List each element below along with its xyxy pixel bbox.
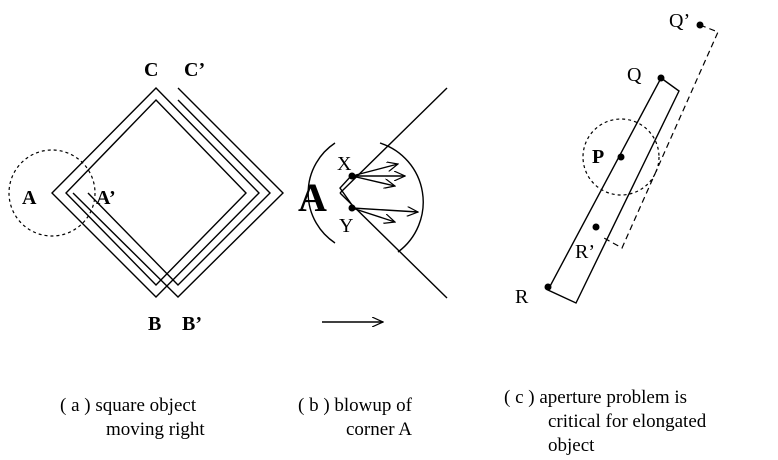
caption-b-line-1: ( b ) blowup of — [298, 395, 413, 416]
caption-c-line-3: object — [548, 435, 595, 456]
label-B-prime: B’ — [182, 313, 202, 335]
aperture-circle-a — [8, 149, 96, 237]
aperture-arc-left — [307, 142, 336, 244]
label-A: A — [22, 187, 37, 209]
caption-a-line-1: ( a ) square object — [60, 395, 197, 416]
caption-c-line-2: critical for elongated — [548, 411, 707, 432]
vector-Y-1 — [351, 208, 418, 212]
panel-c: Q’ Q P R’ R — [515, 10, 719, 308]
label-R: R — [515, 286, 529, 308]
point-Q-prime — [696, 21, 704, 29]
bar-outer — [547, 76, 680, 304]
label-R-prime: R’ — [575, 241, 595, 263]
label-Q: Q — [627, 64, 642, 86]
caption-c: ( c ) aperture problem is critical for e… — [504, 387, 707, 456]
aperture-circle-p — [582, 118, 660, 196]
label-C: C — [144, 59, 158, 81]
aperture-arc-right — [379, 142, 424, 253]
point-Q — [657, 74, 665, 82]
label-B: B — [148, 313, 161, 335]
label-X: X — [337, 153, 352, 175]
vector-Y-2 — [351, 207, 395, 222]
label-A-big: A — [298, 175, 327, 220]
point-P — [617, 153, 625, 161]
corner-inner — [339, 174, 353, 206]
square-inner — [65, 98, 247, 287]
point-R — [544, 283, 552, 291]
panel-b: A X Y — [298, 87, 448, 299]
caption-b: ( b ) blowup of corner A — [298, 395, 413, 440]
vector-X-2 — [351, 164, 398, 177]
square-outer — [51, 87, 260, 298]
moved-square-inner — [87, 99, 271, 286]
label-C-prime: C’ — [184, 59, 205, 81]
moved-square-outer — [72, 87, 284, 298]
panel-a: C C’ A A’ B B’ — [8, 59, 383, 335]
label-P: P — [592, 146, 604, 168]
caption-b-line-2: corner A — [346, 419, 412, 440]
caption-a-line-2: moving right — [106, 419, 205, 440]
caption-c-line-1: ( c ) aperture problem is — [504, 387, 687, 408]
point-R-prime — [592, 223, 600, 231]
moved-bar — [603, 24, 719, 249]
label-A-prime: A’ — [96, 187, 116, 209]
caption-a: ( a ) square object moving right — [60, 395, 205, 440]
label-Y: Y — [339, 215, 353, 237]
label-Q-prime: Q’ — [669, 10, 690, 32]
vector-X-3 — [351, 175, 395, 186]
